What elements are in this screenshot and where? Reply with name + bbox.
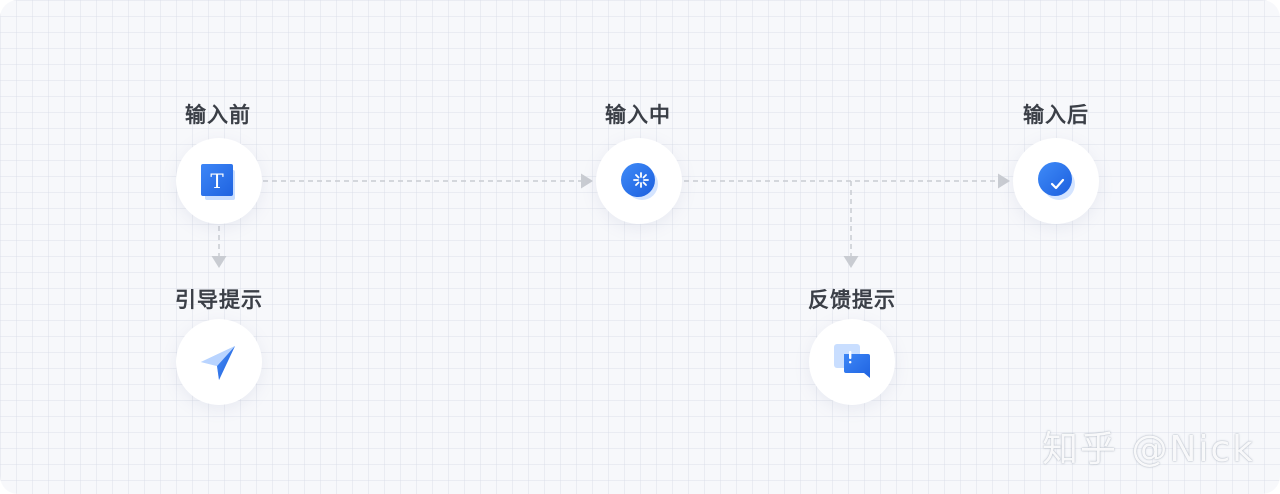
step-feedback-node — [809, 319, 895, 405]
paper-plane-icon — [201, 346, 235, 380]
check-circle-icon — [1038, 162, 1075, 200]
step-during-node — [596, 138, 682, 224]
step-after-label: 输入后 — [1023, 103, 1089, 127]
step-guide-node — [176, 319, 262, 405]
text-t-glyph: T — [210, 169, 224, 193]
step-after-node — [1013, 138, 1099, 224]
chat-bubble-icon — [834, 344, 870, 378]
step-feedback-label: 反馈提示 — [808, 288, 896, 312]
step-before-label: 输入前 — [185, 103, 251, 127]
step-during-label: 输入中 — [605, 103, 671, 127]
watermark-text: 知乎 @Nick — [1042, 429, 1256, 470]
text-t-icon: T — [201, 164, 235, 200]
step-guide-label: 引导提示 — [175, 288, 263, 312]
loading-spinner-icon — [621, 163, 658, 200]
step-before-node: T — [176, 138, 262, 224]
